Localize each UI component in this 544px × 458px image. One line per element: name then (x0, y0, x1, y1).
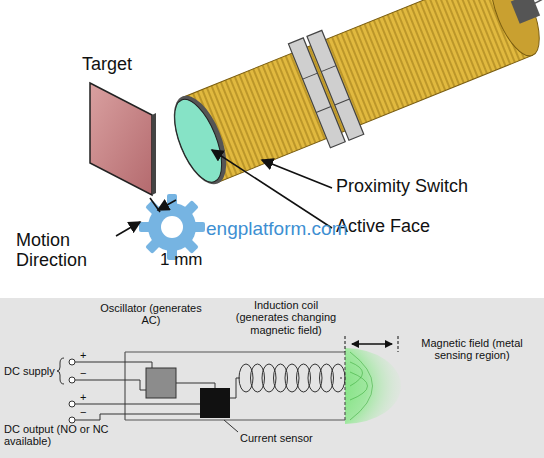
induction-coil (239, 364, 345, 392)
part-label: Current sensor (240, 432, 350, 444)
dimension-label: 1 mm (160, 250, 230, 269)
current-sensor-box (200, 388, 230, 418)
coil-winding (331, 364, 345, 392)
magnetic-field (345, 348, 401, 424)
pin-label: + (80, 391, 92, 403)
wires (75, 362, 342, 420)
pin-label: + (80, 349, 92, 361)
part-label: Magnetic field (metal sensing region) (404, 337, 540, 362)
part-label: Active Face (336, 216, 536, 236)
signal-label: DC supply (4, 365, 56, 377)
proximity-switch (160, 0, 544, 200)
part-label: Oscillator (generates AC) (96, 302, 206, 327)
watermark: engplatform.com (206, 218, 386, 239)
leader-lines (212, 150, 332, 228)
gap-dimension (116, 198, 176, 236)
part-label: Induction coil (generates changing magne… (232, 299, 340, 336)
oscillator-box (146, 368, 176, 398)
signal-label: DC output (NO or NC available) (4, 423, 134, 448)
pin-label: − (80, 367, 92, 379)
current-sensor-leader (224, 420, 238, 432)
target-plate (90, 83, 156, 195)
field-dimension (345, 336, 398, 352)
part-label: Target (82, 54, 172, 74)
dimension-label: Motion Direction (16, 230, 116, 270)
part-label: Proximity Switch (336, 176, 536, 196)
schematic-panel (0, 298, 544, 458)
supply-brace (57, 358, 64, 384)
terminals (69, 359, 75, 423)
sensor-housing (125, 352, 345, 420)
pin-label: − (80, 406, 92, 418)
